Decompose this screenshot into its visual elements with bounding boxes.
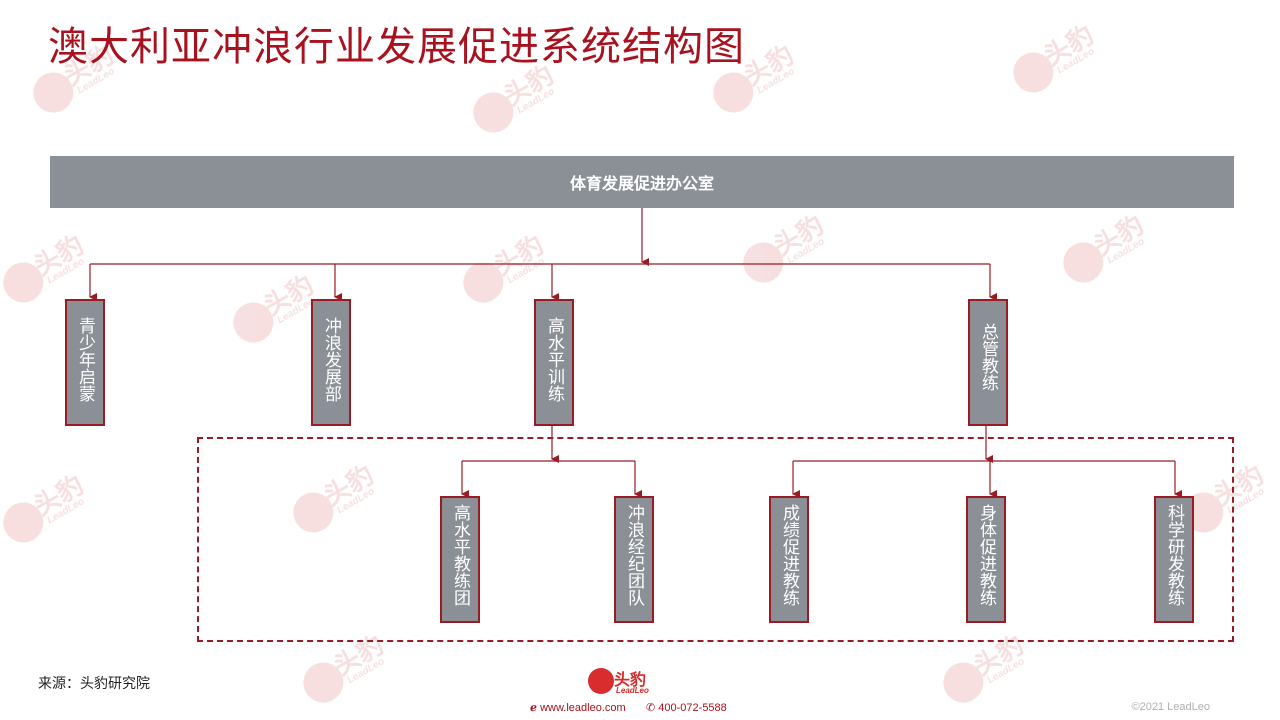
source-note: 来源：头豹研究院: [38, 676, 150, 692]
globe-icon: ℯ: [530, 702, 537, 714]
node-head-coach: 总管教练: [968, 299, 1008, 426]
copyright: ©2021 LeadLeo: [1131, 701, 1210, 713]
node-agent-team: 冲浪经纪团队: [614, 496, 654, 623]
node-body-coach: 身体促进教练: [966, 496, 1006, 623]
node-youth: 青少年启蒙: [65, 299, 105, 426]
phone-number: ✆ 400-072-5588: [646, 702, 727, 714]
node-hp-team: 高水平教练团: [440, 496, 480, 623]
node-sci-coach: 科学研发教练: [1154, 496, 1194, 623]
website-link[interactable]: ℯ www.leadleo.com: [530, 702, 626, 714]
page-title: 澳大利亚冲浪行业发展促进系统结构图: [48, 24, 745, 70]
leadleo-logo: 头豹 LeadLeo: [588, 664, 658, 698]
node-hp-training: 高水平训练: [534, 299, 574, 426]
top-node-office: 体育发展促进办公室: [50, 156, 1234, 208]
phone-icon: ✆: [646, 702, 656, 714]
subgroup-dashed-frame: [197, 437, 1234, 642]
node-perf-coach: 成绩促进教练: [769, 496, 809, 623]
node-surf-dev: 冲浪发展部: [311, 299, 351, 426]
